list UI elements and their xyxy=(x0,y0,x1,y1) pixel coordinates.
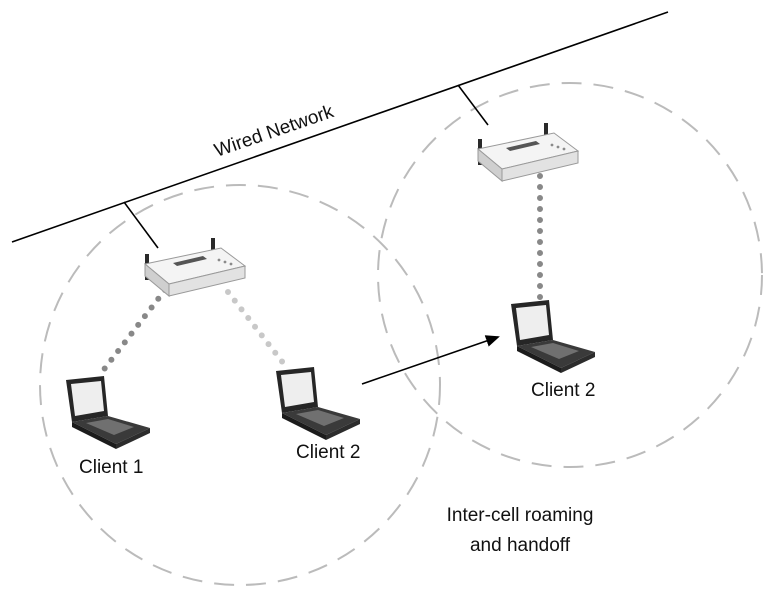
roaming-arrow xyxy=(361,335,500,385)
roaming-caption-line1: Inter-cell roaming xyxy=(447,505,594,526)
laptop-icon-client1 xyxy=(66,376,150,449)
cell-boundary-right xyxy=(377,82,763,468)
client1-label: Client 1 xyxy=(79,457,143,478)
ap-left-drop-cable xyxy=(123,201,159,249)
laptop-icon-client2-roamed xyxy=(511,300,595,373)
wired-network-label: Wired Network xyxy=(212,101,337,162)
wireless-link-client1 xyxy=(99,287,168,375)
wireless-access-point-icon-left xyxy=(144,237,246,297)
roaming-caption-line2: and handoff xyxy=(470,535,571,556)
cell-boundary-left xyxy=(39,184,441,586)
wired-network-line xyxy=(11,11,669,243)
wireless-link-client2 xyxy=(225,289,287,367)
wireless-access-point-icon-right xyxy=(477,122,579,182)
client2-label: Client 2 xyxy=(296,442,360,463)
ap-right-drop-cable xyxy=(457,84,489,126)
client2-roamed-label: Client 2 xyxy=(531,380,595,401)
laptop-icon-client2 xyxy=(276,367,360,440)
